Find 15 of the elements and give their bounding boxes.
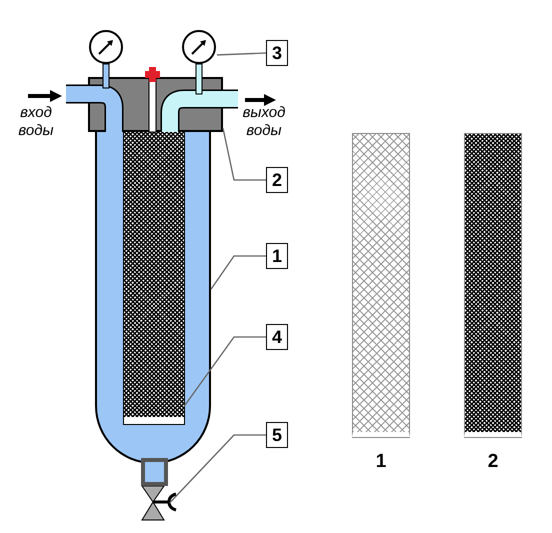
leader-line — [210, 255, 266, 290]
flow-label: выход воды — [242, 104, 286, 140]
figure-number: 1 — [374, 451, 388, 473]
callout-number: 3 — [266, 40, 288, 66]
leader-line — [183, 336, 266, 407]
callout-number: 2 — [266, 167, 288, 193]
callout-number: 4 — [266, 324, 288, 350]
leader-line — [222, 128, 266, 181]
filter-cartridge — [124, 132, 184, 424]
flow-label: вход воды — [17, 104, 55, 140]
leader-line — [216, 52, 266, 56]
callout-number: 5 — [266, 422, 288, 448]
figure-number: 2 — [486, 451, 500, 473]
callout-number: 1 — [266, 243, 288, 269]
leader-line — [169, 434, 266, 504]
